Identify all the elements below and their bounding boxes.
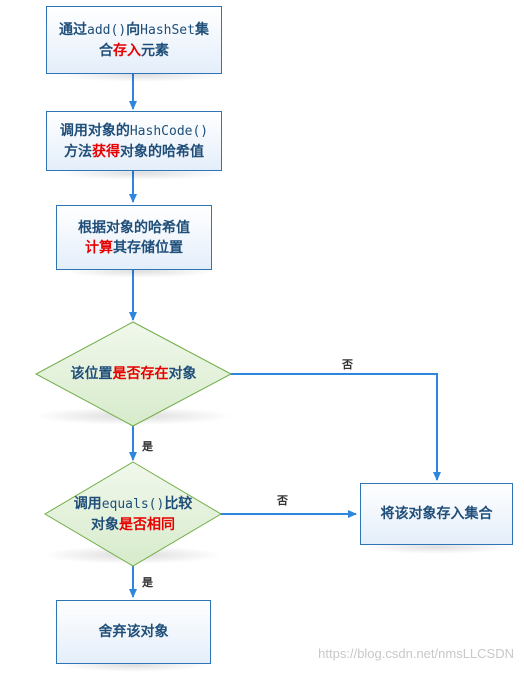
decision-exists-label: 该位置是否存在对象 <box>36 354 231 394</box>
step-add-text: 元素 <box>141 42 169 59</box>
decision-equals-code: equals() <box>101 496 165 512</box>
step-add-text: 通过 <box>59 21 88 38</box>
edge-label-exists-yes: 是 <box>142 440 153 453</box>
step-add-text: 合 <box>99 42 113 59</box>
step-compute-highlight: 计算 <box>85 239 113 256</box>
step-hashcode-text: 对象的哈希值 <box>120 143 204 160</box>
step-hashcode-line1: 调用对象的HashCode() <box>60 121 208 142</box>
arrow-exists-no <box>230 373 441 481</box>
step-hashcode-text: 调用对象的 <box>59 122 130 139</box>
edge-label-equals-no: 否 <box>277 494 288 507</box>
decision-exists-highlight: 是否存在 <box>112 366 169 382</box>
step-add-element: 通过add()向HashSet集 合存入元素 <box>46 6 222 74</box>
decision-exists-text: 该位置 <box>70 366 113 382</box>
step-discard-text: 舍弃该对象 <box>98 624 169 640</box>
decision-equals-diamond <box>44 461 222 567</box>
step-compute-line1: 根据对象的哈希值 <box>78 219 190 236</box>
step-add-code: HashSet <box>140 22 195 38</box>
decision-equals-text: 对象 <box>91 516 119 533</box>
decision-equals-line2: 对象是否相同 <box>91 515 175 535</box>
decision-exists-diamond <box>34 321 233 427</box>
step-add-highlight: 存入 <box>113 42 141 59</box>
step-add-code: add() <box>87 22 127 38</box>
step-compute-text: 其存储位置 <box>113 239 183 256</box>
decision-equals-label: 调用equals()比较 对象是否相同 <box>45 494 221 534</box>
step-add-line1: 通过add()向HashSet集 <box>59 20 209 41</box>
step-hashcode-code: HashCode() <box>129 123 209 139</box>
step-hashcode-text: 方法 <box>64 143 92 160</box>
watermark: https://blog.csdn.net/nmsLLCSDN <box>318 646 514 661</box>
step-add-text: 集 <box>194 21 209 38</box>
step-hashcode-highlight: 获得 <box>92 143 120 160</box>
decision-equals-text: 调用 <box>73 495 102 512</box>
step-compute-line2: 计算其存储位置 <box>85 238 183 258</box>
decision-equals-text: 比较 <box>164 495 193 512</box>
step-add-line2: 合存入元素 <box>99 41 169 61</box>
step-store-text: 将该对象存入集合 <box>380 506 493 522</box>
step-discard-object: 舍弃该对象 <box>56 600 211 664</box>
decision-equals-highlight: 是否相同 <box>119 516 175 533</box>
step-compute-location: 根据对象的哈希值 计算其存储位置 <box>56 205 212 270</box>
step-hashcode-line2: 方法获得对象的哈希值 <box>64 142 204 162</box>
step-store-in-set: 将该对象存入集合 <box>360 483 513 545</box>
step-add-text: 向 <box>126 21 141 38</box>
edge-label-equals-yes: 是 <box>142 576 153 589</box>
decision-exists-text: 对象 <box>168 366 197 382</box>
edge-label-exists-no: 否 <box>342 358 353 371</box>
decision-equals-line1: 调用equals()比较 <box>74 494 193 515</box>
step-get-hashcode: 调用对象的HashCode() 方法获得对象的哈希值 <box>46 111 222 171</box>
